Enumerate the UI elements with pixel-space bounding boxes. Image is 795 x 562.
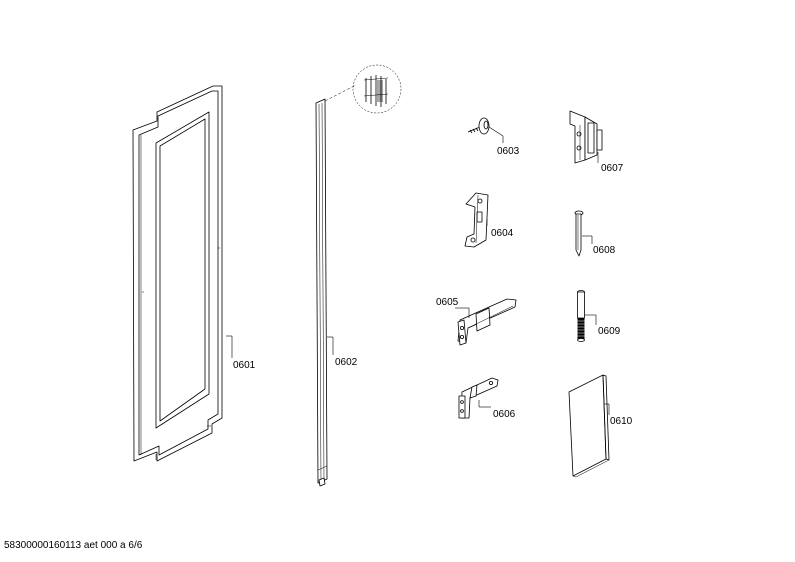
part-0608-pin[interactable]	[574, 210, 584, 257]
label-0606-text: 0606	[493, 409, 516, 420]
label-0605: 0605	[436, 297, 470, 318]
label-0609: 0609	[585, 314, 621, 337]
part-0606-small-latch[interactable]	[458, 377, 499, 419]
label-0609-text: 0609	[598, 326, 621, 337]
label-0610-text: 0610	[610, 416, 633, 427]
part-0602-seal-strip[interactable]	[315, 98, 328, 487]
part-0604-bracket[interactable]	[464, 192, 489, 248]
label-0610: 0610	[604, 403, 633, 427]
part-0601-door-panel[interactable]	[132, 85, 223, 462]
part-0603-screw[interactable]	[467, 117, 490, 135]
label-0605-text: 0605	[436, 297, 459, 308]
label-0603-text: 0603	[497, 146, 520, 157]
label-0601: 0601	[226, 335, 256, 371]
label-0601-text: 0601	[233, 360, 256, 371]
part-0610-cover-panel[interactable]	[568, 374, 610, 478]
part-0607-hinge[interactable]	[569, 110, 603, 164]
document-id-footer: 58300000160113 aet 000 a 6/6	[4, 540, 143, 551]
label-0606: 0606	[478, 400, 516, 420]
label-0604: 0604	[486, 219, 514, 239]
label-0608: 0608	[582, 235, 616, 256]
label-0604-text: 0604	[491, 228, 514, 239]
label-0607: 0607	[597, 152, 624, 174]
zoom-callout-seal-profile	[324, 64, 402, 114]
label-0607-text: 0607	[601, 163, 624, 174]
label-0603: 0603	[488, 126, 520, 157]
label-0602-text: 0602	[335, 357, 358, 368]
part-0605-latch-plate[interactable]	[457, 298, 517, 346]
part-0609-threaded-rod[interactable]	[577, 290, 585, 342]
label-0608-text: 0608	[593, 245, 616, 256]
label-0602: 0602	[327, 336, 358, 368]
